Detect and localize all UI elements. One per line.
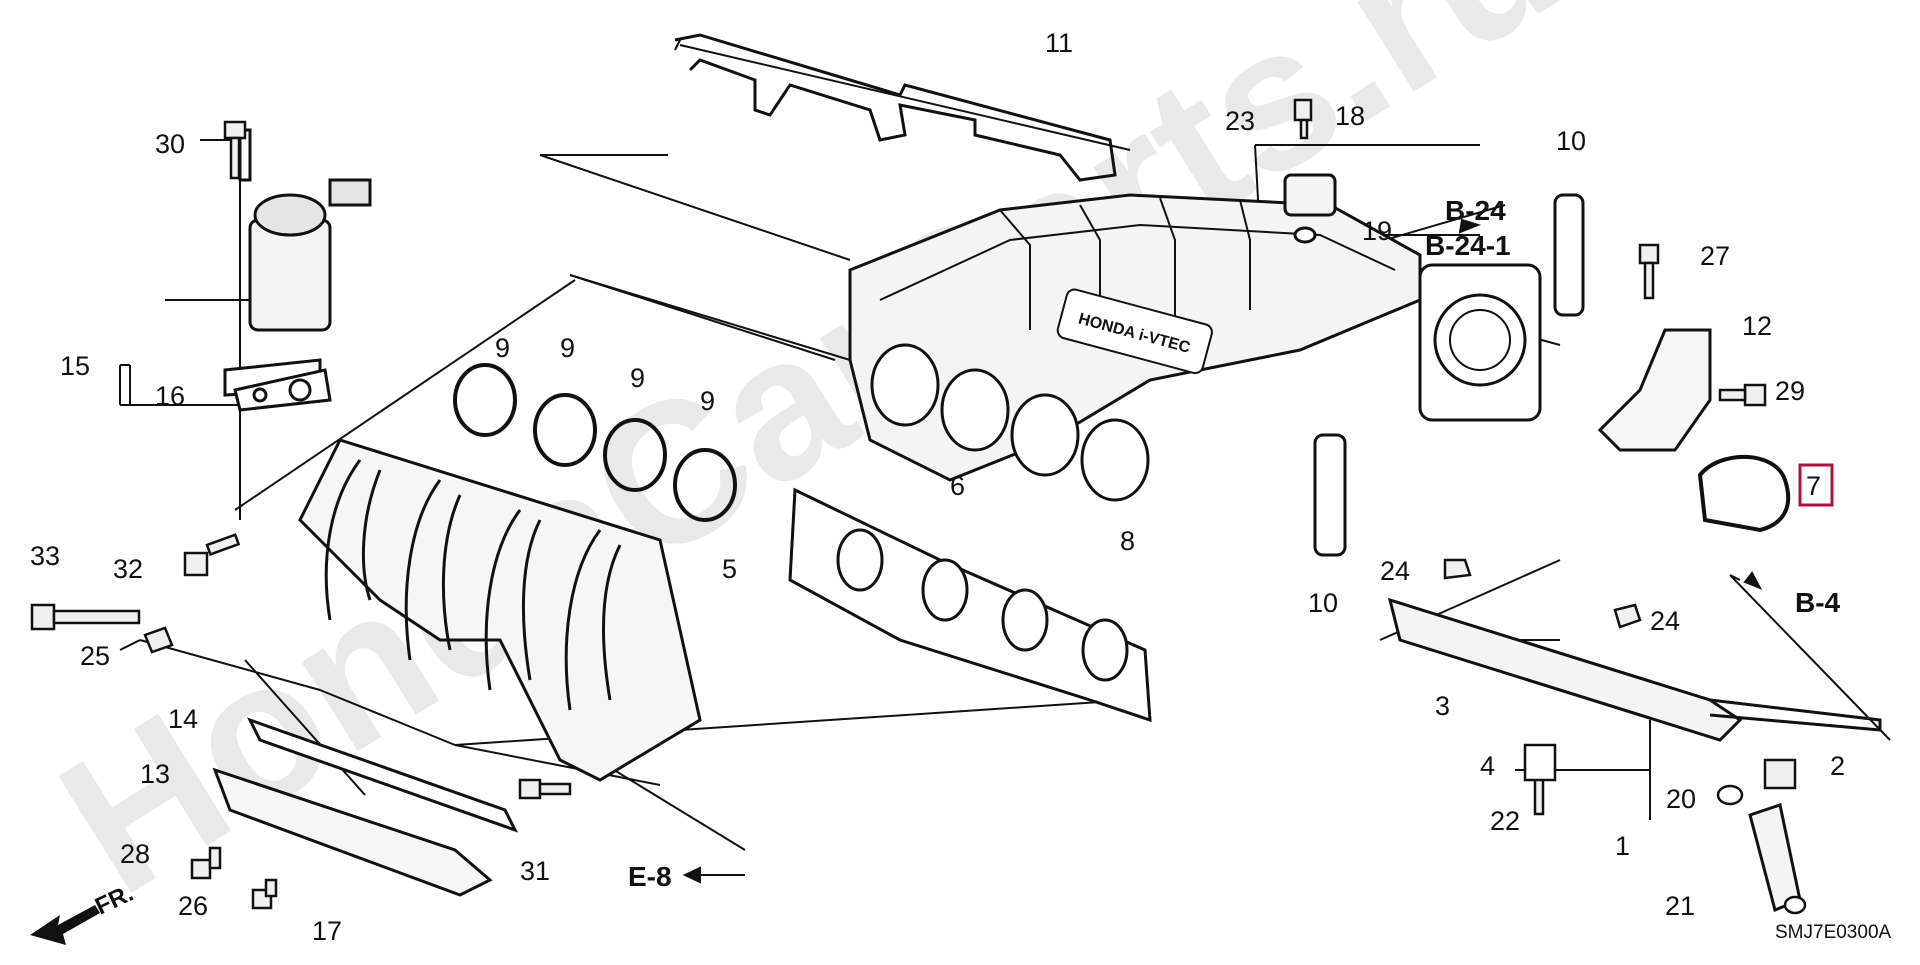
hardware xyxy=(30,98,1807,915)
lower-manifold xyxy=(298,438,702,782)
label-part-7[interactable]: 7 xyxy=(1806,471,1821,501)
gasket-6 xyxy=(788,487,1152,723)
label-part-17[interactable]: 17 xyxy=(312,916,342,946)
label-part-32[interactable]: 32 xyxy=(113,554,143,584)
front-arrow: FR. xyxy=(30,880,138,945)
label-part-20[interactable]: 20 xyxy=(1666,784,1696,814)
bracket-10-lower xyxy=(1313,433,1347,557)
label-part-9-c[interactable]: 9 xyxy=(630,363,645,393)
egr-valve xyxy=(223,128,372,397)
seal-rings-9 xyxy=(453,363,737,522)
label-part-26[interactable]: 26 xyxy=(178,891,208,921)
label-part-24-a[interactable]: 24 xyxy=(1380,556,1410,586)
label-part-30[interactable]: 30 xyxy=(155,129,185,159)
ref-e-8[interactable]: E-8 xyxy=(628,861,672,892)
fuel-rail xyxy=(1387,597,1882,742)
fuel-injector xyxy=(1748,803,1802,913)
highlight-box-part-7 xyxy=(1798,463,1834,507)
label-part-9-d[interactable]: 9 xyxy=(700,386,715,416)
label-part-9-a[interactable]: 9 xyxy=(495,333,510,363)
label-part-1[interactable]: 1 xyxy=(1615,831,1630,861)
label-part-8[interactable]: 8 xyxy=(1120,526,1135,556)
label-part-4[interactable]: 4 xyxy=(1480,751,1495,781)
label-part-10-a[interactable]: 10 xyxy=(1556,126,1586,156)
bracket-14 xyxy=(246,717,519,833)
label-part-23[interactable]: 23 xyxy=(1225,106,1255,136)
label-part-28[interactable]: 28 xyxy=(120,839,150,869)
bracket-13 xyxy=(212,767,493,897)
map-sensor xyxy=(1283,173,1337,244)
label-part-33[interactable]: 33 xyxy=(30,541,60,571)
bracket-10-upper xyxy=(1553,193,1585,317)
manifold-frame-11 xyxy=(674,33,1117,182)
label-part-22[interactable]: 22 xyxy=(1490,806,1520,836)
label-part-19[interactable]: 19 xyxy=(1362,216,1392,246)
label-part-10-b[interactable]: 10 xyxy=(1308,588,1338,618)
label-part-6[interactable]: 6 xyxy=(950,471,965,501)
ref-arrows xyxy=(682,218,1763,884)
label-part-29[interactable]: 29 xyxy=(1775,376,1805,406)
ref-b-24[interactable]: B-24 xyxy=(1445,195,1506,226)
label-part-9-b[interactable]: 9 xyxy=(560,333,575,363)
label-part-3[interactable]: 3 xyxy=(1435,691,1450,721)
label-part-15[interactable]: 15 xyxy=(60,351,90,381)
diagram-code: SMJ7E0300A xyxy=(1775,922,1892,943)
gasket-16 xyxy=(233,368,332,412)
label-part-11[interactable]: 11 xyxy=(1045,28,1073,58)
label-part-25[interactable]: 25 xyxy=(80,641,110,671)
label-part-24-b[interactable]: 24 xyxy=(1650,606,1680,636)
part-labels: 1 2 3 4 5 6 7 8 9 9 9 9 10 10 11 12 13 1… xyxy=(30,28,1845,946)
label-part-21[interactable]: 21 xyxy=(1665,891,1695,921)
label-part-16[interactable]: 16 xyxy=(155,381,185,411)
ref-b-24-1[interactable]: B-24-1 xyxy=(1425,230,1511,261)
label-part-18[interactable]: 18 xyxy=(1335,101,1365,131)
label-part-27[interactable]: 27 xyxy=(1700,241,1730,271)
label-part-13[interactable]: 13 xyxy=(140,759,170,789)
label-part-12[interactable]: 12 xyxy=(1742,311,1772,341)
label-part-2[interactable]: 2 xyxy=(1830,751,1845,781)
intake-manifold: HONDA i-VTEC xyxy=(848,193,1542,502)
label-part-5[interactable]: 5 xyxy=(722,554,737,584)
reference-labels: B-24 B-24-1 B-4 E-8 xyxy=(628,195,1841,892)
label-part-31[interactable]: 31 xyxy=(520,856,550,886)
bracket-12 xyxy=(1597,328,1712,452)
throttle-gasket-7 xyxy=(1697,454,1791,533)
label-part-14[interactable]: 14 xyxy=(168,704,198,734)
ref-b-4[interactable]: B-4 xyxy=(1795,587,1841,618)
